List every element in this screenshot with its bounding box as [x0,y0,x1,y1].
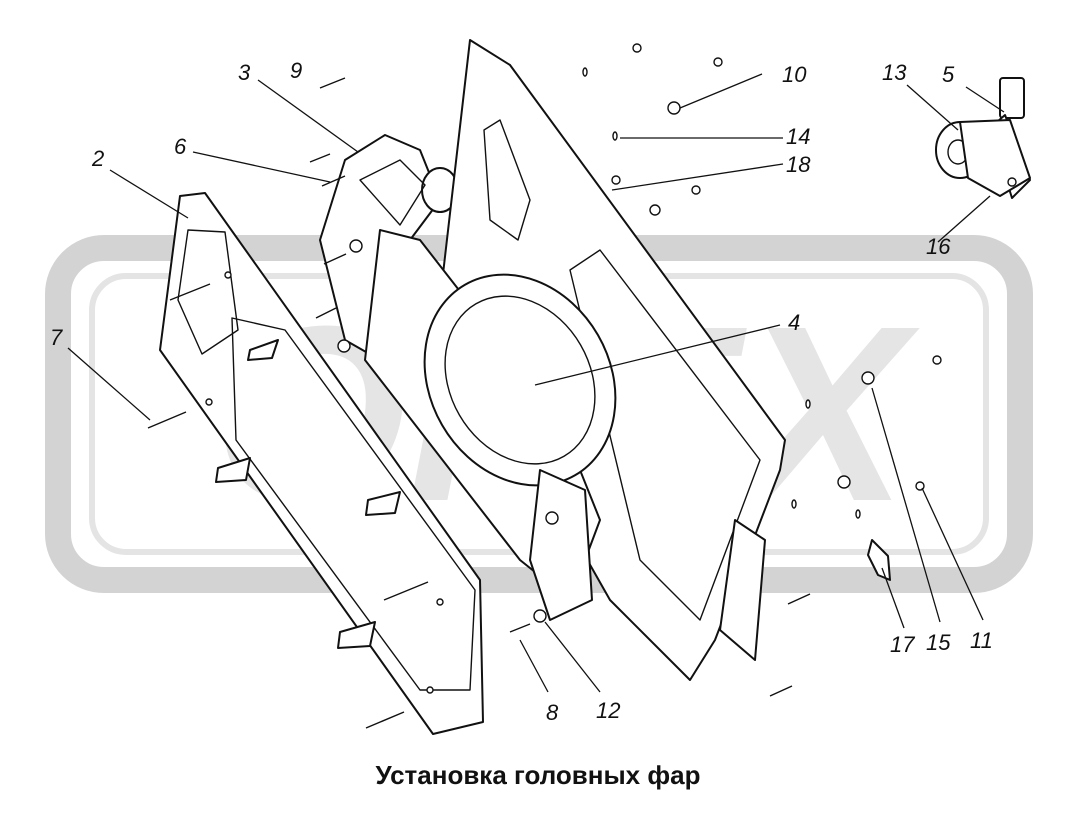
callout-18: 18 [786,152,811,177]
callout-7: 7 [50,325,63,350]
leader-lines [67,73,1005,693]
callout-15: 15 [926,630,951,655]
callout-2: 2 [91,146,104,171]
hardware [147,43,942,729]
callout-4: 4 [788,310,800,335]
callout-labels: 2 3 4 5 6 7 8 9 10 11 12 13 14 15 16 17 … [50,58,993,725]
callout-14: 14 [786,124,810,149]
diagram-caption: Установка головных фар [375,760,701,790]
callout-9: 9 [290,58,302,83]
callout-3: 3 [238,60,251,85]
headlight-reflector [364,229,617,621]
callout-11: 11 [970,628,993,653]
bracket-detail [935,77,1031,199]
callout-17: 17 [890,632,915,657]
callout-10: 10 [782,62,807,87]
callout-8: 8 [546,700,559,725]
callout-12: 12 [596,698,620,723]
callout-16: 16 [926,234,951,259]
callout-13: 13 [882,60,907,85]
callout-6: 6 [174,134,187,159]
front-frame [159,192,484,735]
callout-5: 5 [942,62,955,87]
